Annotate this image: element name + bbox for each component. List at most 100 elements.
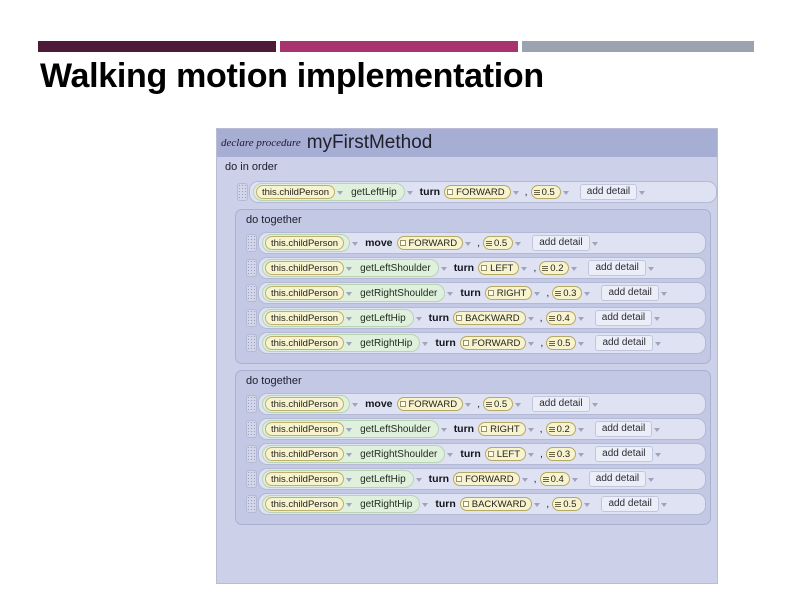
chevron-down-icon[interactable]: [346, 501, 353, 508]
subject-pill[interactable]: this.childPerson: [265, 497, 345, 511]
chevron-down-icon[interactable]: [654, 340, 662, 347]
chevron-down-icon[interactable]: [352, 401, 359, 408]
chevron-down-icon[interactable]: [571, 476, 579, 483]
add-detail-button[interactable]: add detail: [588, 471, 647, 487]
subject-accessor-group[interactable]: this.childPerson getLeftHip: [253, 183, 405, 201]
chevron-down-icon[interactable]: [528, 340, 535, 347]
drag-handle[interactable]: [246, 470, 257, 488]
drag-handle[interactable]: [246, 234, 257, 252]
chevron-down-icon[interactable]: [527, 426, 535, 433]
amount-pill[interactable]: 0.4: [539, 472, 570, 486]
amount-pill[interactable]: 0.5: [552, 497, 583, 511]
direction-pill[interactable]: RIGHT: [478, 422, 526, 436]
chevron-down-icon[interactable]: [577, 426, 585, 433]
add-detail-button[interactable]: add detail: [595, 335, 653, 351]
chevron-down-icon[interactable]: [660, 501, 668, 508]
amount-pill[interactable]: 0.4: [545, 311, 576, 325]
chevron-down-icon[interactable]: [346, 315, 353, 322]
subject-accessor-group[interactable]: this.childPerson getLeftShoulder: [262, 420, 439, 438]
amount-pill[interactable]: 0.5: [482, 236, 514, 250]
chevron-down-icon[interactable]: [562, 189, 570, 196]
subject-pill[interactable]: this.childPerson: [265, 422, 345, 436]
subject-pill[interactable]: this.childPerson: [256, 185, 336, 199]
drag-handle[interactable]: [246, 334, 257, 352]
chevron-down-icon[interactable]: [415, 476, 423, 483]
chevron-down-icon[interactable]: [346, 265, 353, 272]
chevron-down-icon[interactable]: [440, 265, 448, 272]
chevron-down-icon[interactable]: [528, 451, 535, 458]
subject-pill[interactable]: this.childPerson: [265, 311, 345, 325]
add-detail-button[interactable]: add detail: [588, 260, 646, 276]
chevron-down-icon[interactable]: [577, 315, 585, 322]
chevron-down-icon[interactable]: [422, 501, 429, 508]
chevron-down-icon[interactable]: [654, 315, 661, 322]
direction-pill[interactable]: LEFT: [484, 447, 526, 461]
drag-handle[interactable]: [246, 259, 257, 277]
accessor-label[interactable]: getRightShoulder: [360, 287, 438, 299]
subject-pill[interactable]: this.childPerson: [265, 236, 345, 250]
drag-handle[interactable]: [246, 420, 257, 438]
accessor-label[interactable]: getLeftShoulder: [360, 423, 431, 435]
chevron-down-icon[interactable]: [584, 501, 591, 508]
chevron-down-icon[interactable]: [465, 401, 472, 408]
chevron-down-icon[interactable]: [639, 189, 646, 196]
chevron-down-icon[interactable]: [578, 451, 585, 458]
amount-pill[interactable]: 0.3: [552, 286, 583, 300]
chevron-down-icon[interactable]: [660, 290, 668, 297]
accessor-label[interactable]: getLeftHip: [360, 312, 406, 324]
direction-pill[interactable]: LEFT: [478, 261, 520, 275]
chevron-down-icon[interactable]: [346, 290, 353, 297]
subject-accessor-group[interactable]: this.childPerson: [262, 234, 351, 252]
direction-pill[interactable]: BACKWARD: [459, 497, 533, 511]
chevron-down-icon[interactable]: [534, 290, 541, 297]
add-detail-button[interactable]: add detail: [532, 396, 590, 412]
chevron-down-icon[interactable]: [584, 290, 591, 297]
drag-handle[interactable]: [246, 309, 257, 327]
chevron-down-icon[interactable]: [346, 340, 353, 347]
chevron-down-icon[interactable]: [515, 401, 522, 408]
accessor-label[interactable]: getRightShoulder: [360, 448, 438, 460]
accessor-label[interactable]: getLeftHip: [351, 186, 397, 198]
direction-pill[interactable]: FORWARD: [459, 336, 527, 350]
chevron-down-icon[interactable]: [346, 451, 353, 458]
direction-pill[interactable]: FORWARD: [396, 236, 464, 250]
chevron-down-icon[interactable]: [591, 240, 599, 247]
direction-pill[interactable]: FORWARD: [396, 397, 464, 411]
add-detail-button[interactable]: add detail: [595, 446, 653, 462]
subject-pill[interactable]: this.childPerson: [265, 336, 345, 350]
drag-handle[interactable]: [246, 495, 257, 513]
add-detail-button[interactable]: add detail: [594, 310, 653, 326]
chevron-down-icon[interactable]: [465, 240, 472, 247]
chevron-down-icon[interactable]: [578, 340, 585, 347]
subject-pill[interactable]: this.childPerson: [265, 472, 345, 486]
chevron-down-icon[interactable]: [346, 426, 353, 433]
amount-pill[interactable]: 0.5: [546, 336, 577, 350]
amount-pill[interactable]: 0.5: [530, 185, 561, 199]
add-detail-button[interactable]: add detail: [594, 421, 653, 437]
chevron-down-icon[interactable]: [647, 265, 655, 272]
add-detail-button[interactable]: add detail: [579, 184, 638, 200]
subject-accessor-group[interactable]: this.childPerson getLeftShoulder: [262, 259, 439, 277]
chevron-down-icon[interactable]: [512, 189, 520, 196]
drag-handle[interactable]: [246, 395, 257, 413]
drag-handle[interactable]: [246, 284, 257, 302]
chevron-down-icon[interactable]: [346, 476, 353, 483]
add-detail-button[interactable]: add detail: [532, 235, 590, 251]
direction-pill[interactable]: FORWARD: [453, 472, 520, 486]
accessor-label[interactable]: getLeftHip: [360, 473, 406, 485]
accessor-label[interactable]: getLeftShoulder: [360, 262, 431, 274]
amount-pill[interactable]: 0.2: [539, 261, 570, 275]
subject-pill[interactable]: this.childPerson: [265, 261, 345, 275]
